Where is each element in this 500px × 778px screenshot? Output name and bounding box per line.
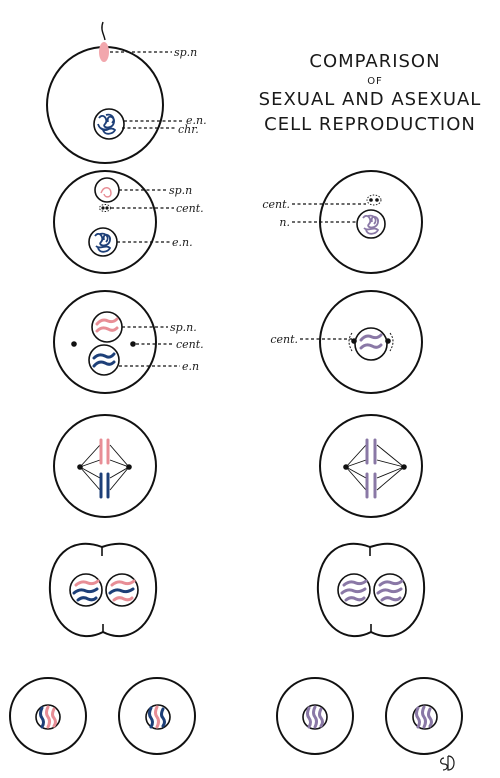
asexual-stage-3: cent. [270,290,423,394]
asexual-chromosome-5b-2 [376,587,403,595]
asexual-daughter-cell-6a [276,677,354,755]
sexual-stage-6 [9,677,196,755]
centriole-2b [105,206,109,210]
asexual-chromosome-5a-1 [342,579,368,587]
asexual-chromosome-6a-3 [318,707,324,728]
asexual-centriole-2b [375,198,379,202]
asexual-chromosome-6b-3 [427,707,433,728]
sperm-chromosome-3b [95,326,119,333]
asexual-chromosome-6b-1 [415,706,421,729]
asexual-chromatin-2 [362,214,380,235]
chromosome-5b-pink-2 [112,596,134,602]
asexual-stage-4 [319,414,423,518]
chromosome-5a-pink [74,579,100,587]
label-e-n-3: e.n [182,360,199,373]
chromosome-5b-blue [108,587,135,595]
label-cent-asex-2: cent. [270,333,298,346]
asexual-daughter-cell-6b [385,677,463,755]
egg-cell-2 [53,170,157,274]
chromosome-5a-blue-2 [76,596,98,602]
label-e-n-1: e.n. [186,114,207,127]
centriole-3b [130,341,136,347]
sexual-stage-5 [48,542,158,638]
asexual-chromosome-3b [359,343,383,350]
asexual-spindle-4 [345,444,405,491]
asexual-chromosome-5b-1 [378,579,404,587]
chromosome-6a-1 [39,706,45,729]
sexual-stage-4 [53,414,157,518]
label-cent-asex-1: cent. [262,198,290,211]
asexual-cleavage-furrow-5 [369,547,372,632]
label-n-asex-1: n. [279,216,290,229]
asexual-chromosome-5b-3 [380,596,402,602]
spindle-fibers-4 [79,444,130,491]
asexual-chromosome-5a-3 [344,596,366,602]
title-line-3: SEXUAL AND ASEXUAL [259,89,482,110]
asexual-chromosome-6a-1 [306,706,312,729]
asexual-chromosome-6a-2 [312,705,318,729]
chromosome-5a-blue [72,587,99,595]
title-line-4: CELL REPRODUCTION [264,114,476,135]
chromosome-6a-2 [45,705,51,729]
chromosome-6b-1 [148,706,154,729]
sexual-stage-1: sp.n e.n. chr. [46,21,207,164]
sexual-stage-3: sp.n. cent. e.n [53,290,204,394]
chromosome-6b-3 [160,707,166,728]
asexual-cell-4 [319,414,423,518]
artist-monogram [440,755,455,771]
title-line-1: COMPARISON [309,51,440,72]
diagram-title: COMPARISON OF SEXUAL AND ASEXUAL CELL RE… [259,51,482,135]
asexual-centriole-3b [385,338,391,344]
label-sp-n-2: sp.n [169,184,192,197]
asexual-cell-3 [319,290,423,394]
egg-chromosome-3a [92,352,116,360]
sperm-nucleus-1 [99,42,109,62]
asexual-centrosome-2 [366,194,382,206]
label-sp-n-1: sp.n [174,46,197,59]
centrosome-2 [99,204,111,212]
asexual-chromosome-6b-2 [421,705,427,729]
centriole-2a [101,206,105,210]
asexual-centriole-3a [351,338,357,344]
label-cent-3: cent. [176,338,204,351]
asexual-chromosome-5a-2 [340,587,367,595]
dividing-cell-5 [48,542,158,638]
label-cent-2: cent. [176,202,204,215]
chromatin-tangle-1 [97,113,117,135]
egg-cell-1 [46,46,164,164]
chromosome-6a-3 [51,707,57,728]
label-chr: chr. [178,123,199,136]
chromosome-6b-2 [154,705,160,729]
egg-nucleus-3 [88,344,120,376]
title-line-2: OF [367,76,383,87]
asexual-stage-2: cent. n. [262,170,423,274]
asexual-aster-3 [348,332,394,352]
cleavage-furrow-5 [101,547,104,632]
sperm-tail [101,21,106,41]
egg-cell-3 [53,290,157,394]
asexual-centriole-2a [369,198,373,202]
chromatin-tangle-2 [94,232,112,253]
daughter-cell-6a [9,677,87,755]
sperm-chromatin-2 [100,187,112,198]
chromosome-5b-pink [110,579,136,587]
label-e-n-2: e.n. [172,236,193,249]
egg-chromosome-3b [92,360,116,368]
sexual-stage-2: sp.n cent. e.n. [53,170,204,274]
sperm-chromosome-3a [95,317,119,326]
egg-cell-4 [53,414,157,518]
daughter-cell-6b [118,677,196,755]
label-sp-n-3: sp.n. [170,321,197,334]
asexual-stage-5 [316,542,426,638]
centriole-3a [71,341,77,347]
asexual-stage-6 [276,677,463,755]
sperm-nucleus-2 [94,177,120,203]
asexual-dividing-cell-5 [316,542,426,638]
asexual-chromosome-3a [359,333,383,342]
